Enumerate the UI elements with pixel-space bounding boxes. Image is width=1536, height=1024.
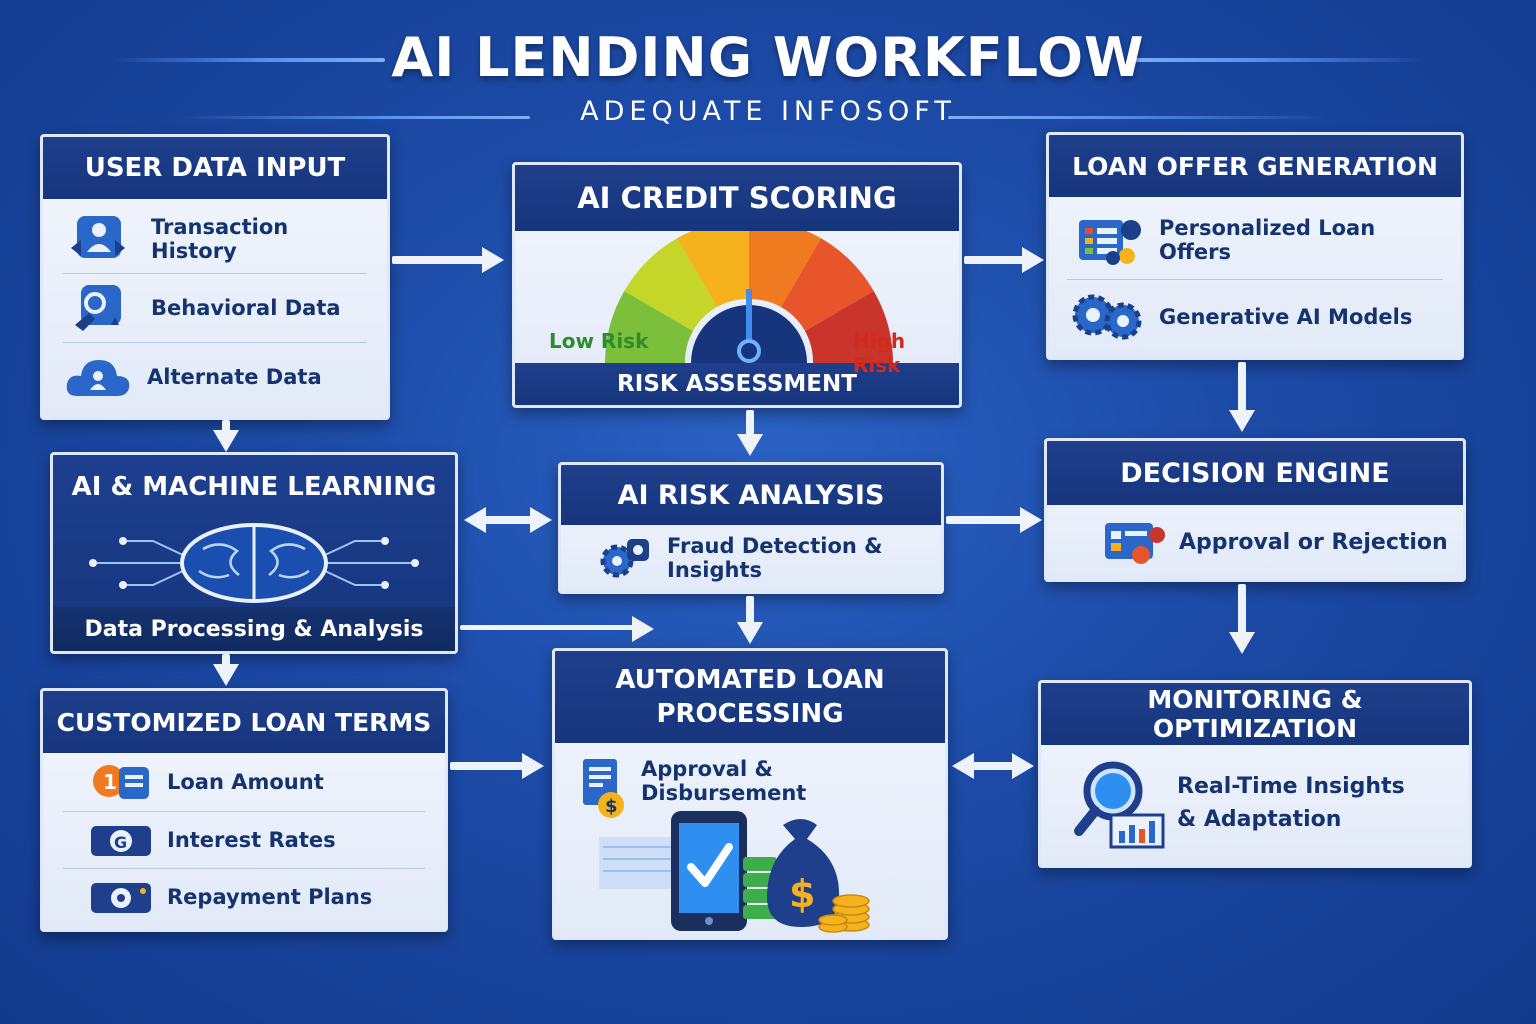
- automated-processing-title: AUTOMATED LOAN PROCESSING: [555, 651, 945, 743]
- risk-analysis-card: AI RISK ANALYSIS Fraud Detection & Insig…: [558, 462, 944, 594]
- subtitle-rule-right: [948, 116, 1328, 119]
- page-subtitle: ADEQUATE INFOSOFT: [580, 96, 956, 127]
- interest-rates-label: Interest Rates: [167, 828, 336, 852]
- arrow-ml-to-terms: [213, 654, 239, 686]
- gears-ai-icon: [1067, 289, 1151, 345]
- arrow-ml-to-processing: [460, 616, 654, 642]
- machine-learning-title: AI & MACHINE LEARNING: [71, 472, 437, 502]
- monitoring-item: Real-Time Insights & Adaptation: [1177, 770, 1405, 836]
- money-bag-icon: $: [767, 819, 840, 927]
- machine-learning-footer: Data Processing & Analysis: [53, 607, 455, 651]
- behavior-icon: [63, 281, 133, 335]
- machine-learning-card: AI & MACHINE LEARNING Data Processing & …: [50, 452, 458, 654]
- arrow-decision-to-monitoring: [1229, 584, 1255, 654]
- arrow-offer-to-decision: [1229, 362, 1255, 432]
- page-title: AI LENDING WORKFLOW: [391, 26, 1145, 89]
- transaction-history-label: Transaction History: [151, 215, 289, 263]
- list-item: 1 Loan Amount: [63, 753, 425, 811]
- monitoring-title: MONITORING & OPTIMIZATION: [1041, 683, 1469, 745]
- risk-assessment-footer: RISK ASSESSMENT: [515, 363, 959, 405]
- decision-engine-title: DECISION ENGINE: [1047, 441, 1463, 505]
- repayment-plans-label: Repayment Plans: [167, 885, 373, 909]
- coins-icon: [818, 894, 870, 933]
- arrow-terms-to-processing: [450, 753, 544, 779]
- arrow-scoring-to-risk: [737, 410, 763, 456]
- customized-terms-card: CUSTOMIZED LOAN TERMS 1 Loan Amount G: [40, 688, 448, 932]
- generative-ai-models-label: Generative AI Models: [1159, 305, 1413, 329]
- loan-amount-label: Loan Amount: [167, 770, 324, 794]
- list-item: Generative AI Models: [1067, 280, 1443, 354]
- customized-terms-title: CUSTOMIZED LOAN TERMS: [43, 691, 445, 753]
- disbursement-illustration: $: [555, 807, 945, 937]
- monitoring-card: MONITORING & OPTIMIZATION Real-Time Insi…: [1038, 680, 1472, 868]
- automated-processing-title-line2: PROCESSING: [656, 699, 844, 729]
- approval-disbursement-label: Approval & Disbursement: [641, 757, 807, 805]
- fraud-detection-label: Fraud Detection & Insights: [667, 534, 883, 582]
- decision-engine-card: DECISION ENGINE Approval or Rejection: [1044, 438, 1466, 582]
- title-rule-left: [110, 58, 385, 62]
- user-data-input-title: USER DATA INPUT: [43, 137, 387, 199]
- svg-text:$: $: [789, 872, 815, 916]
- loan-offer-title: LOAN OFFER GENERATION: [1049, 135, 1461, 197]
- subtitle-rule-left: [180, 116, 530, 119]
- brain-circuit-icon: [89, 523, 419, 603]
- list-item: Alternate Data: [63, 343, 367, 411]
- arrow-scoring-to-offer: [964, 247, 1044, 273]
- list-item: Real-Time Insights & Adaptation: [1041, 745, 1469, 861]
- credit-scoring-card: AI CREDIT SCORING Low Risk High Risk RIS…: [512, 162, 962, 408]
- arrow-risk-to-decision: [946, 507, 1042, 533]
- divider: [63, 868, 425, 869]
- arrow-processing-monitoring-bidirectional: [952, 753, 1034, 779]
- automated-processing-title-line1: AUTOMATED LOAN: [615, 665, 885, 695]
- gear-fraud-icon: [593, 533, 657, 583]
- adaptation-label: & Adaptation: [1177, 807, 1342, 832]
- divider: [63, 273, 367, 274]
- high-risk-label: High Risk: [853, 329, 906, 377]
- cloud-data-icon: [63, 352, 133, 402]
- phone-check-icon: [671, 811, 747, 931]
- repayment-icon: [87, 877, 157, 917]
- svg-text:$: $: [605, 796, 618, 817]
- personalized-loan-offers-label: Personalized Loan Offers: [1159, 216, 1376, 264]
- user-data-input-card: USER DATA INPUT Transaction History: [40, 134, 390, 420]
- svg-text:1: 1: [103, 770, 117, 794]
- divider: [63, 342, 367, 343]
- approval-or-rejection-label: Approval or Rejection: [1179, 529, 1448, 555]
- magnifier-chart-icon: [1071, 755, 1167, 851]
- loan-offer-card: LOAN OFFER GENERATION Personalized Loan …: [1046, 132, 1464, 360]
- arrow-input-to-ml: [213, 420, 239, 452]
- automated-processing-card: AUTOMATED LOAN PROCESSING $ Approval & D…: [552, 648, 948, 940]
- low-risk-label: Low Risk: [549, 329, 649, 353]
- offer-document-icon: [1067, 212, 1151, 268]
- list-item: Repayment Plans: [63, 869, 425, 925]
- brain-circuit: [53, 519, 455, 607]
- risk-gauge-icon: [605, 231, 893, 363]
- title-rule-right: [1128, 58, 1428, 62]
- behavioral-data-label: Behavioral Data: [151, 296, 341, 320]
- arrow-risk-to-processing: [737, 596, 763, 644]
- svg-text:G: G: [114, 833, 127, 852]
- arrow-input-to-scoring: [392, 247, 504, 273]
- loan-amount-icon: 1: [87, 759, 157, 805]
- risk-analysis-title: AI RISK ANALYSIS: [561, 465, 941, 525]
- list-item: $ Approval & Disbursement: [555, 743, 945, 818]
- list-item: Personalized Loan Offers: [1067, 201, 1443, 279]
- real-time-insights-label: Real-Time Insights: [1177, 774, 1405, 799]
- alternate-data-label: Alternate Data: [147, 365, 322, 389]
- risk-gauge: Low Risk High Risk: [515, 231, 959, 377]
- credit-scoring-title: AI CREDIT SCORING: [515, 165, 959, 231]
- list-item: Behavioral Data: [63, 274, 367, 342]
- arrow-ml-risk-bidirectional: [464, 507, 552, 533]
- list-item: Approval or Rejection: [1047, 505, 1463, 579]
- list-item: Transaction History: [63, 205, 367, 273]
- list-item: Fraud Detection & Insights: [561, 525, 941, 591]
- invoice-dollar-icon: $: [577, 757, 633, 821]
- divider: [1067, 279, 1443, 280]
- user-transaction-icon: [63, 212, 133, 266]
- divider: [63, 811, 425, 812]
- list-item: G Interest Rates: [63, 812, 425, 868]
- approval-icon: [1099, 515, 1169, 569]
- interest-rate-icon: G: [87, 820, 157, 860]
